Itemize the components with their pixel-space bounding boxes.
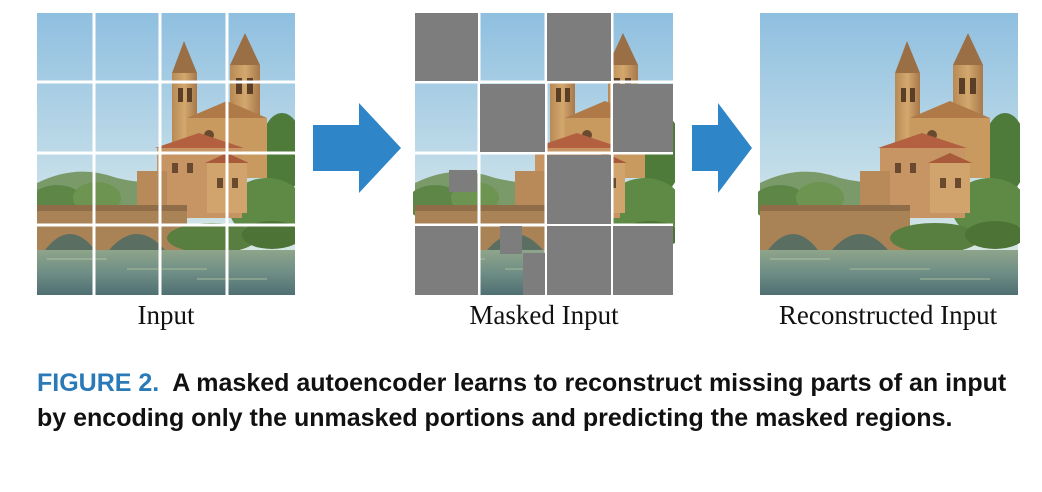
input-image — [37, 13, 295, 295]
right-arrow-icon — [313, 103, 401, 198]
reconstructed-image — [758, 13, 1020, 295]
reconstructed-input-label: Reconstructed Input — [778, 300, 998, 330]
input-label: Input — [137, 300, 195, 330]
right-arrow-icon — [692, 103, 752, 198]
masked-input-image — [413, 13, 675, 295]
caption-text: A masked autoencoder learns to reconstru… — [37, 369, 1007, 432]
masked-input-label: Masked Input — [469, 300, 619, 330]
figure-number: FIGURE 2. — [37, 369, 160, 397]
figure-caption: FIGURE 2. A masked autoencoder learns to… — [37, 366, 1017, 436]
